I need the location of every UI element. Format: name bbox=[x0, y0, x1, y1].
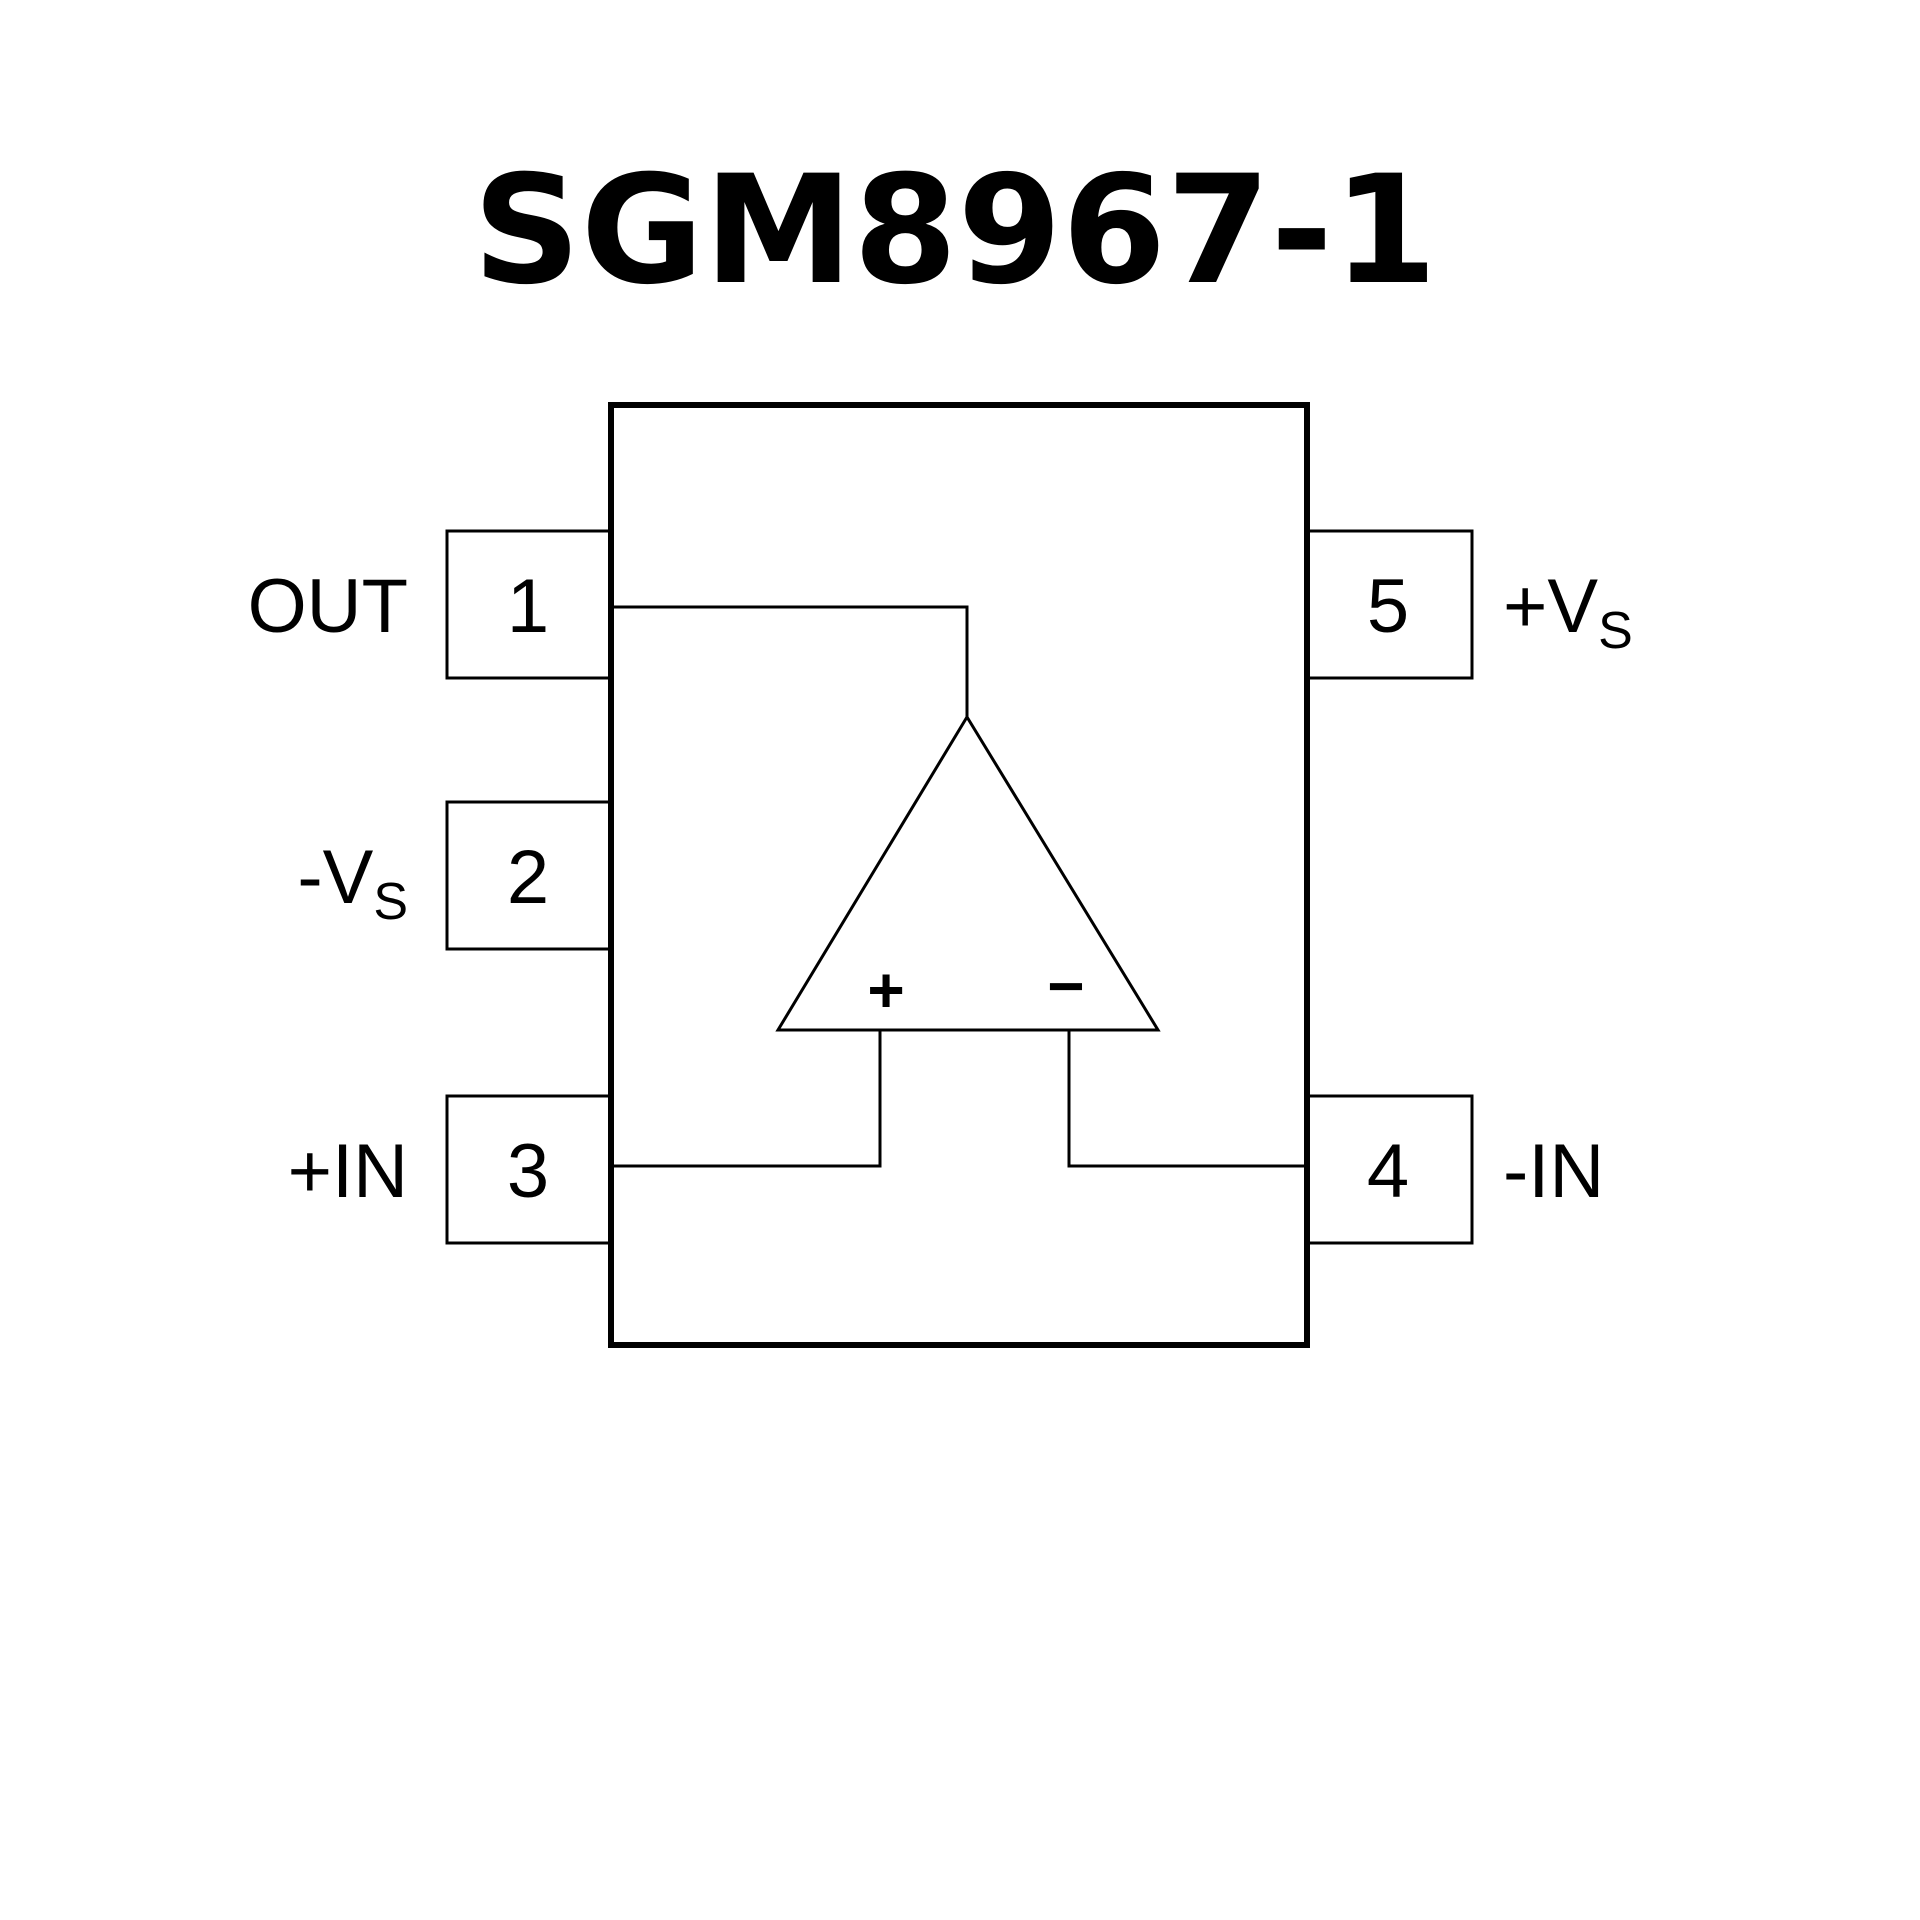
pin-5-label: +VS bbox=[1503, 564, 1633, 660]
pin-3-box bbox=[445, 1094, 611, 1245]
pin-5-box bbox=[1307, 529, 1474, 680]
pin-4-number: 4 bbox=[1367, 1129, 1409, 1214]
minus-input-wire bbox=[1067, 1030, 1307, 1168]
pin-5-number: 5 bbox=[1367, 564, 1409, 649]
pin-1-box bbox=[445, 529, 611, 680]
pin-2-number: 2 bbox=[507, 835, 549, 920]
opamp-plus-sign: + bbox=[867, 954, 904, 1026]
opamp-triangle bbox=[775, 714, 1161, 1032]
chip-body bbox=[608, 402, 1310, 1348]
pin-2-box bbox=[445, 800, 611, 951]
pin-1-label: OUT bbox=[248, 564, 408, 649]
pin-2-label: -VS bbox=[297, 835, 408, 931]
pin-4-box bbox=[1307, 1094, 1474, 1245]
opamp-minus-sign: − bbox=[1047, 950, 1084, 1022]
pin-3-number: 3 bbox=[507, 1129, 549, 1214]
plus-input-wire bbox=[611, 1030, 882, 1168]
chip-title: SGM8967-1 bbox=[473, 144, 1438, 318]
pin-3-label: +IN bbox=[288, 1129, 408, 1214]
output-wire bbox=[611, 605, 969, 717]
pin-1-number: 1 bbox=[507, 564, 549, 649]
pin-4-label: -IN bbox=[1503, 1129, 1604, 1214]
